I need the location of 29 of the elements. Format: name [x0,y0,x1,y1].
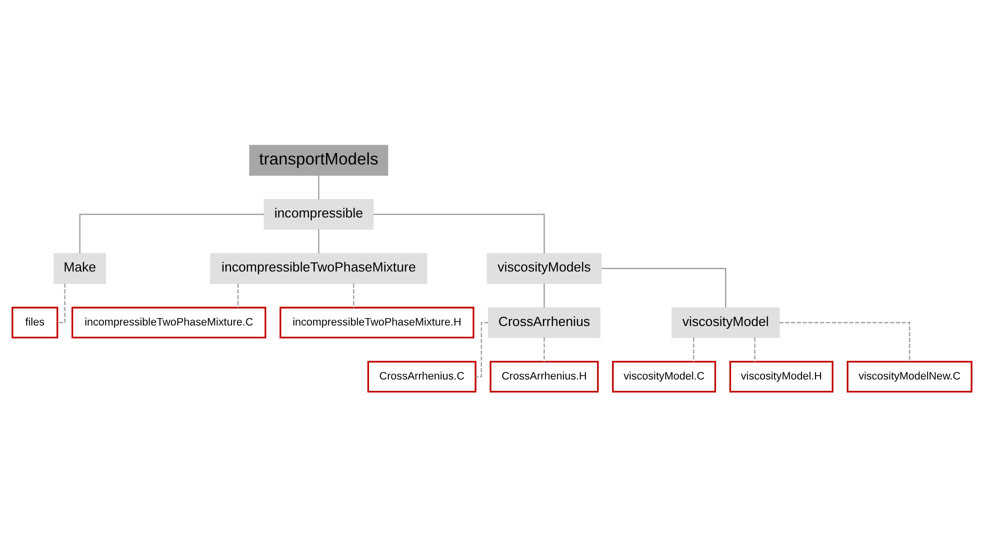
connector [544,284,545,308]
connector [544,338,545,362]
node-box: incompressibleTwoPhaseMixture [210,253,428,284]
node-box: CrossArrhenius [488,307,600,338]
connector [373,214,545,254]
connector [318,229,320,254]
node-box: CrossArrhenius.H [490,360,599,392]
connector [58,284,66,324]
connector [601,268,726,308]
node-box: viscosityModelNew.C [846,360,972,392]
connector [237,284,239,308]
connector [318,175,320,200]
node-box: viscosityModel.C [612,360,716,392]
node-box: transportModels [249,144,388,176]
node-box: files [12,306,58,338]
connector [79,214,264,254]
node-box: incompressibleTwoPhaseMixture.C [72,306,266,338]
connector [779,322,910,362]
node-box: viscosityModel.H [729,360,834,392]
node-box: incompressible [264,199,374,230]
connector [754,338,756,362]
node-box: Make [54,253,106,284]
connector [353,284,354,308]
node-box: viscosityModels [486,253,602,284]
node-box: CrossArrhenius.C [367,360,476,392]
node-box: incompressibleTwoPhaseMixture.H [280,306,474,338]
connector [476,322,488,378]
node-box: viscosityModel [672,307,780,338]
connector [692,338,694,362]
